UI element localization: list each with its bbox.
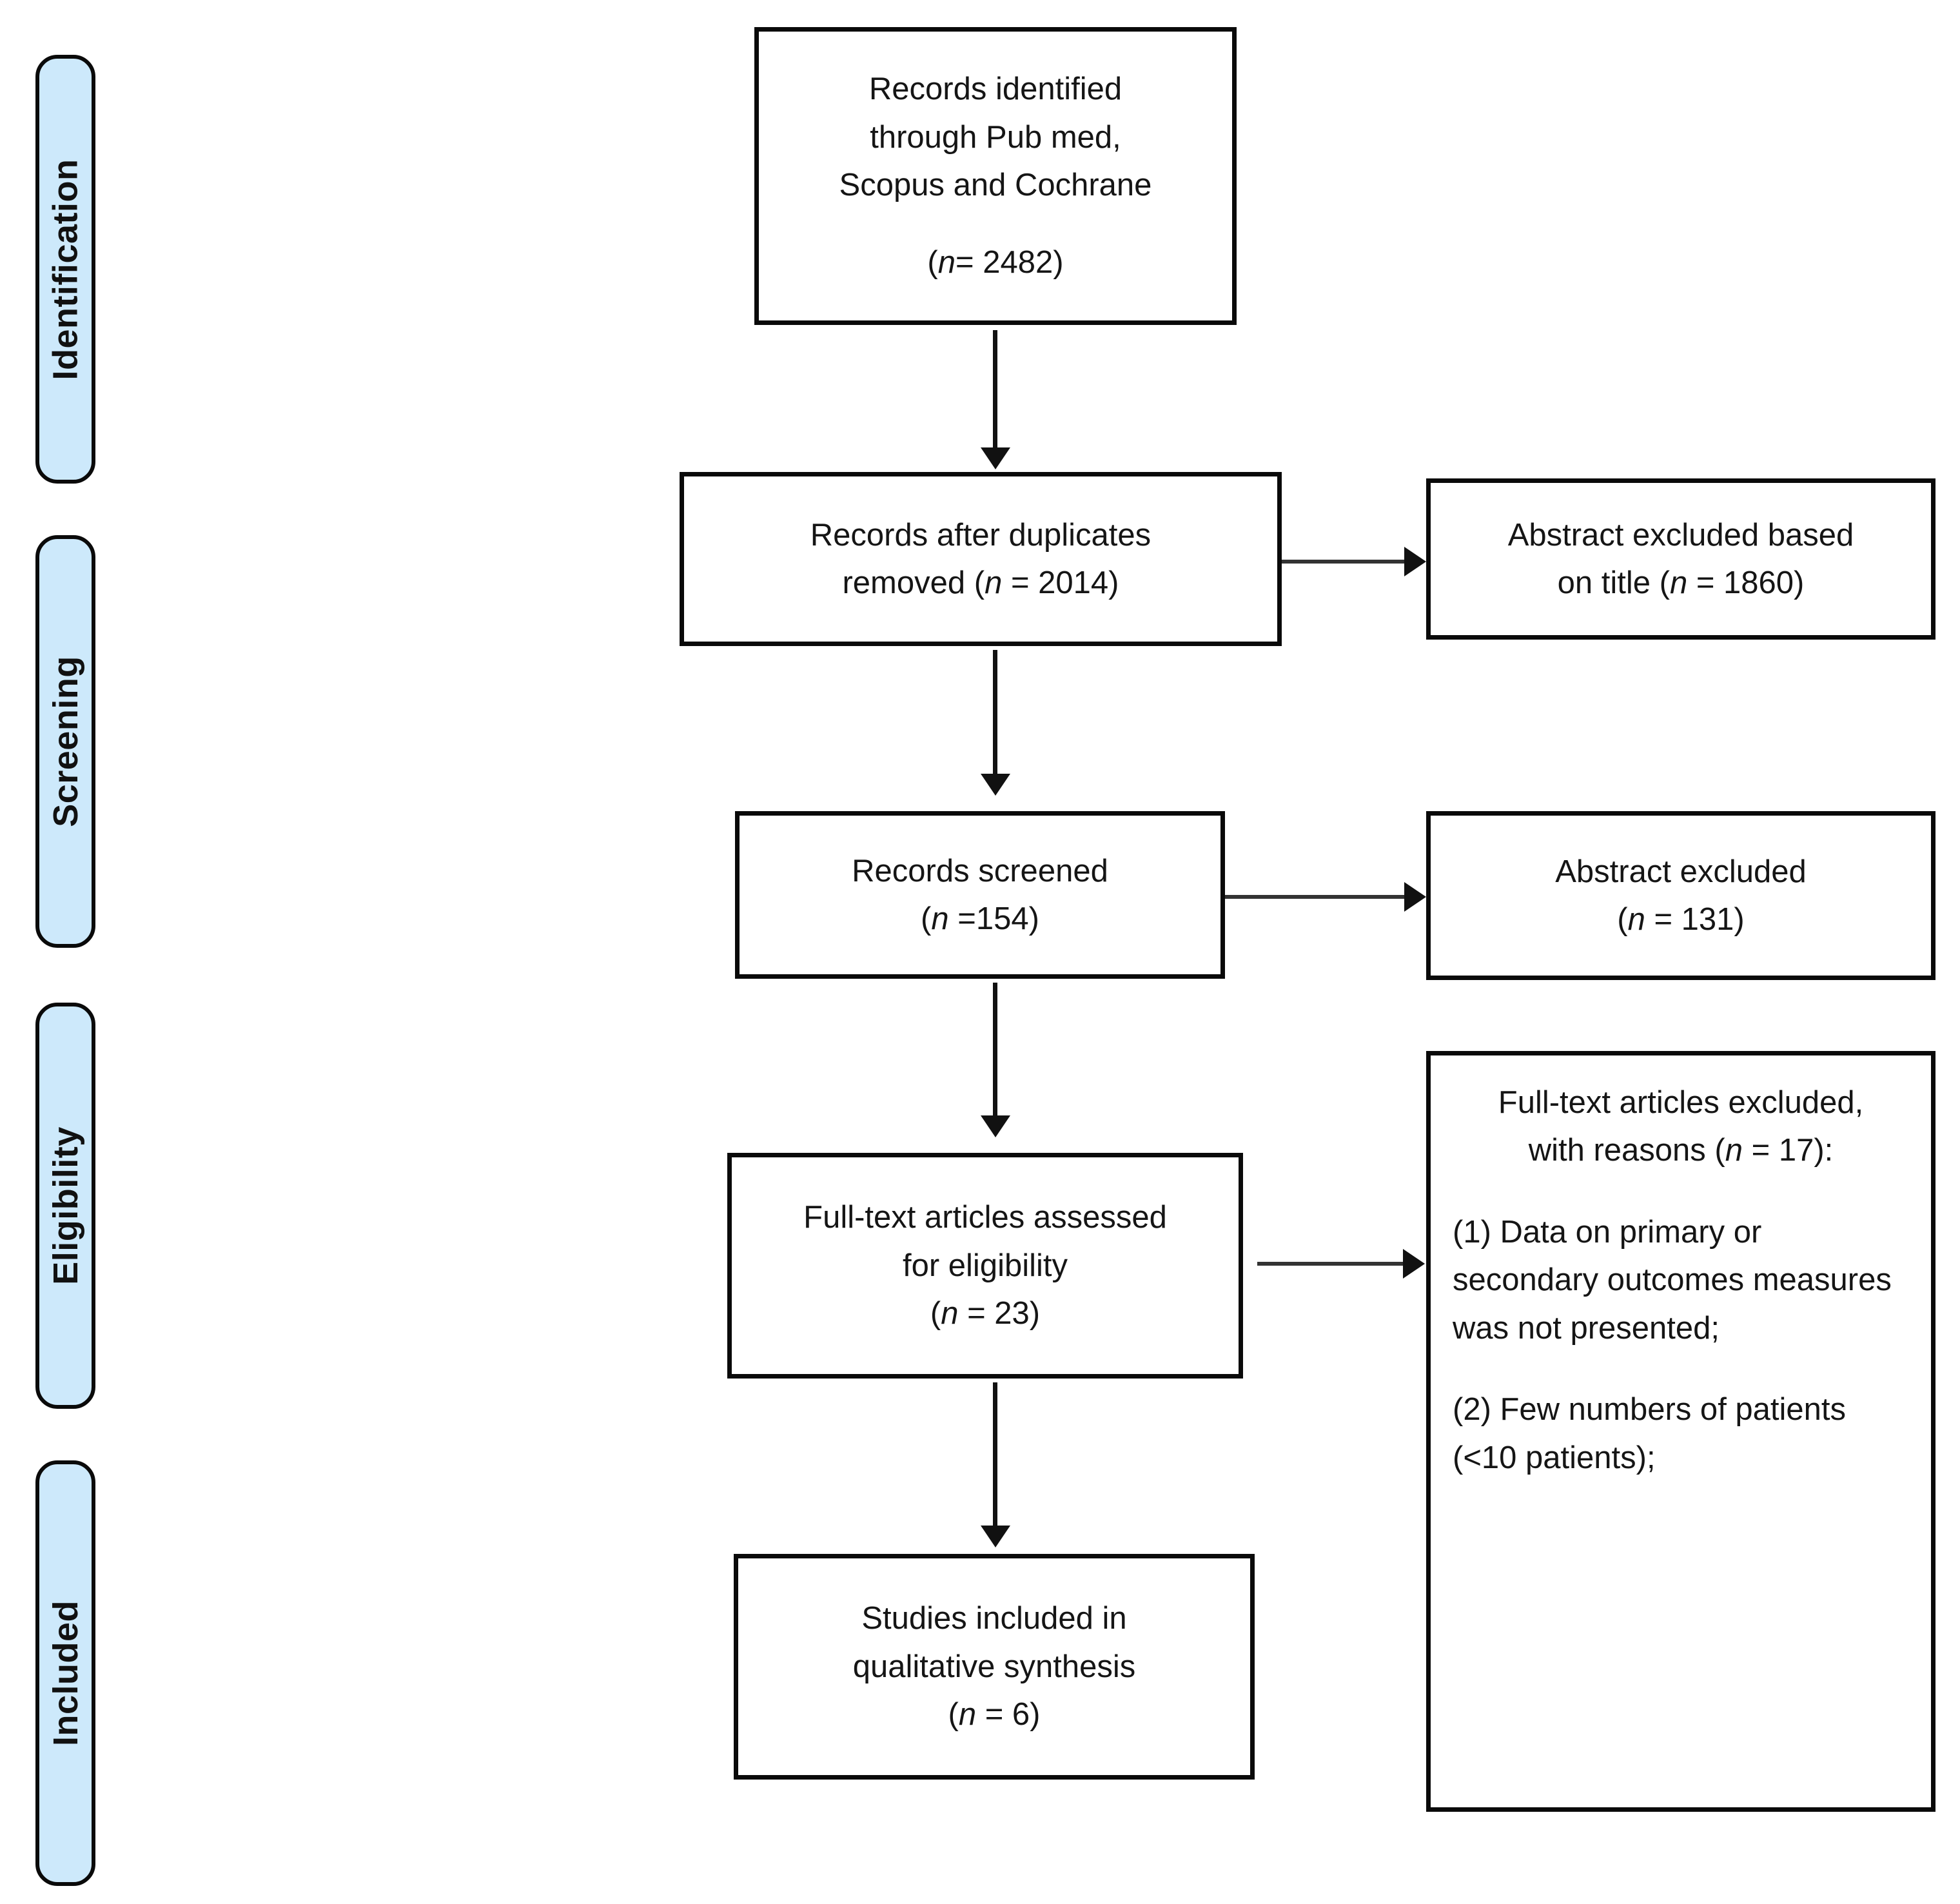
abstract-excluded-line-1: Abstract excluded (1555, 854, 1807, 889)
exclusion-reason-1: (1) Data on primary or secondary outcome… (1453, 1214, 1892, 1346)
screened-prefix: ( (921, 901, 932, 936)
screened-value: =154) (948, 901, 1039, 936)
reasons-value: = 17): (1743, 1133, 1834, 1168)
n-symbol: n (958, 1697, 977, 1732)
studies-included-line-2: qualitative synthesis (852, 1649, 1136, 1684)
connector-fulltext-to-excluded (1257, 1262, 1412, 1266)
fulltext-excluded-head-line-2: with reasons (n = 17): (1453, 1126, 1909, 1174)
stage-label-included: Included (46, 1600, 85, 1747)
n-symbol: n (1725, 1133, 1743, 1168)
assessed-prefix: ( (930, 1296, 941, 1331)
title-prefix: on title ( (1557, 565, 1670, 600)
stage-pill-included: Included (35, 1460, 95, 1886)
stage-pill-identification: Identification (35, 55, 95, 484)
n-symbol: n (1627, 902, 1645, 937)
records-identified-line-1: Records identified (868, 72, 1122, 107)
box-fulltext-assessed: Full-text articles assessed for eligibil… (727, 1153, 1243, 1379)
duplicates-removed-line-1: Records after duplicates (810, 517, 1152, 553)
removed-value: = 2014) (1002, 565, 1119, 600)
n-symbol: n (1669, 565, 1688, 600)
box-fulltext-excluded-reasons: Full-text articles excluded, with reason… (1426, 1051, 1936, 1812)
arrowhead-identified-to-duplicates (981, 447, 1010, 469)
included-value: = 6) (976, 1697, 1041, 1732)
n-symbol: n (985, 565, 1003, 600)
stage-pill-eligibility: Eligibility (35, 1003, 95, 1409)
connector-identified-to-duplicates (993, 330, 997, 453)
abstract-prefix: ( (1617, 902, 1628, 937)
stage-pill-screening: Screening (35, 535, 95, 948)
arrowhead-screened-to-abstract-excluded (1404, 882, 1426, 912)
fulltext-assessed-line-1: Full-text articles assessed (803, 1200, 1167, 1235)
paren-open: ( (927, 245, 938, 280)
abstract-excluded-line-2: (n = 131) (1617, 896, 1745, 943)
exclusion-reason-2: (2) Few numbers of patients (<10 patient… (1453, 1392, 1847, 1475)
records-identified-line-2: through Pub med, (870, 119, 1121, 155)
stage-label-eligibility: Eligibility (46, 1126, 85, 1285)
abstract-value: = 131) (1645, 902, 1745, 937)
title-value: = 1860) (1687, 565, 1805, 600)
studies-included-line-1: Studies included in (861, 1601, 1127, 1636)
arrowhead-fulltext-to-excluded (1403, 1249, 1425, 1279)
box-abstract-excluded-title: Abstract excluded based on title (n = 18… (1426, 478, 1936, 640)
records-identified-count: (n= 2482) (927, 239, 1063, 286)
connector-duplicates-to-screened (993, 650, 997, 779)
records-screened-line-2: (n =154) (921, 895, 1039, 943)
stage-label-identification: Identification (46, 159, 85, 380)
connector-screened-to-abstract-excluded (1225, 895, 1408, 899)
arrowhead-duplicates-to-screened (981, 774, 1010, 796)
assessed-value: = 23) (958, 1296, 1041, 1331)
fulltext-assessed-count: (n = 23) (930, 1290, 1040, 1337)
fulltext-excluded-head-line-1: Full-text articles excluded, (1498, 1085, 1864, 1120)
excluded-title-line-1: Abstract excluded based (1507, 517, 1854, 553)
n-symbol: n (937, 245, 956, 280)
arrowhead-fulltext-to-included (981, 1526, 1010, 1547)
connector-screened-to-fulltext (993, 983, 997, 1121)
box-records-identified: Records identified through Pub med, Scop… (754, 27, 1237, 325)
count-value: = 2482) (956, 245, 1064, 280)
box-duplicates-removed: Records after duplicates removed (n = 20… (680, 472, 1282, 646)
n-symbol: n (941, 1296, 959, 1331)
fulltext-assessed-line-2: for eligibility (903, 1248, 1068, 1283)
excluded-title-line-2: on title (n = 1860) (1558, 559, 1805, 607)
duplicates-removed-line-2: removed (n = 2014) (842, 559, 1119, 607)
connector-fulltext-to-included (993, 1382, 997, 1531)
arrowhead-duplicates-to-excluded-title (1404, 547, 1426, 576)
box-abstract-excluded: Abstract excluded (n = 131) (1426, 811, 1936, 980)
removed-prefix: removed ( (842, 565, 985, 600)
included-prefix: ( (948, 1697, 959, 1732)
reasons-prefix: with reasons ( (1528, 1133, 1725, 1168)
box-records-screened: Records screened (n =154) (735, 811, 1225, 979)
stage-label-screening: Screening (46, 656, 85, 827)
records-screened-line-1: Records screened (852, 853, 1108, 888)
n-symbol: n (931, 901, 949, 936)
arrowhead-screened-to-fulltext (981, 1115, 1010, 1137)
box-studies-included: Studies included in qualitative synthesi… (734, 1554, 1255, 1780)
records-identified-line-3: Scopus and Cochrane (839, 168, 1152, 202)
connector-duplicates-to-excluded-title (1282, 560, 1408, 564)
studies-included-count: (n = 6) (948, 1691, 1040, 1738)
